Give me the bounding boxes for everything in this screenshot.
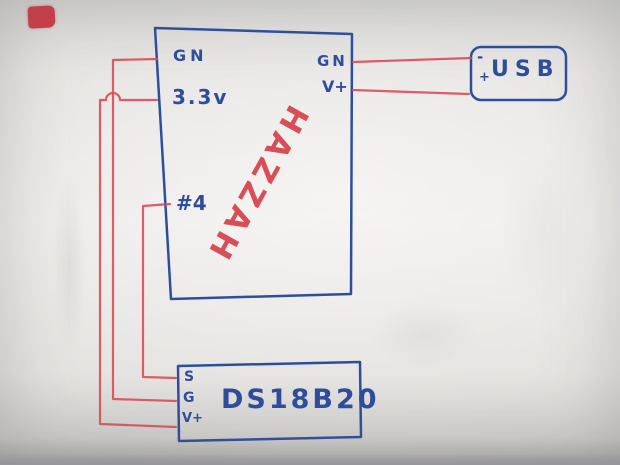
sensor-pin-s-label: S: [184, 369, 195, 385]
sensor-pin-g-label: G: [183, 390, 195, 406]
usb-plus-label: +: [479, 70, 490, 85]
wire-gpio4-to-sensor-s: [141, 202, 178, 380]
wire-3v3-to-sensor-vplus: [98, 91, 178, 429]
pin-label-3v3: 3.3v: [172, 85, 229, 109]
whiteboard-bottom-edge: [0, 454, 620, 465]
usb-box-outline: [469, 45, 568, 102]
pin-label-gn-left: GN: [173, 46, 208, 65]
pin-label-vplus: V+: [322, 77, 348, 96]
wire-gnd-to-sensor-g: [111, 57, 178, 403]
sensor-pin-v-label: V+: [182, 411, 203, 426]
wire-gnd-to-usb: [351, 56, 473, 64]
usb-minus-label: -: [477, 48, 484, 66]
sensor-box-outline: [176, 360, 363, 443]
usb-label: USB: [491, 57, 560, 82]
wire-vplus-to-usb: [351, 88, 471, 96]
main-board-outline: [153, 26, 354, 301]
pin-label-gpio4: #4: [176, 191, 207, 215]
pin-label-gn-right: GN: [317, 52, 348, 70]
sensor-label: DS18B20: [221, 384, 380, 415]
